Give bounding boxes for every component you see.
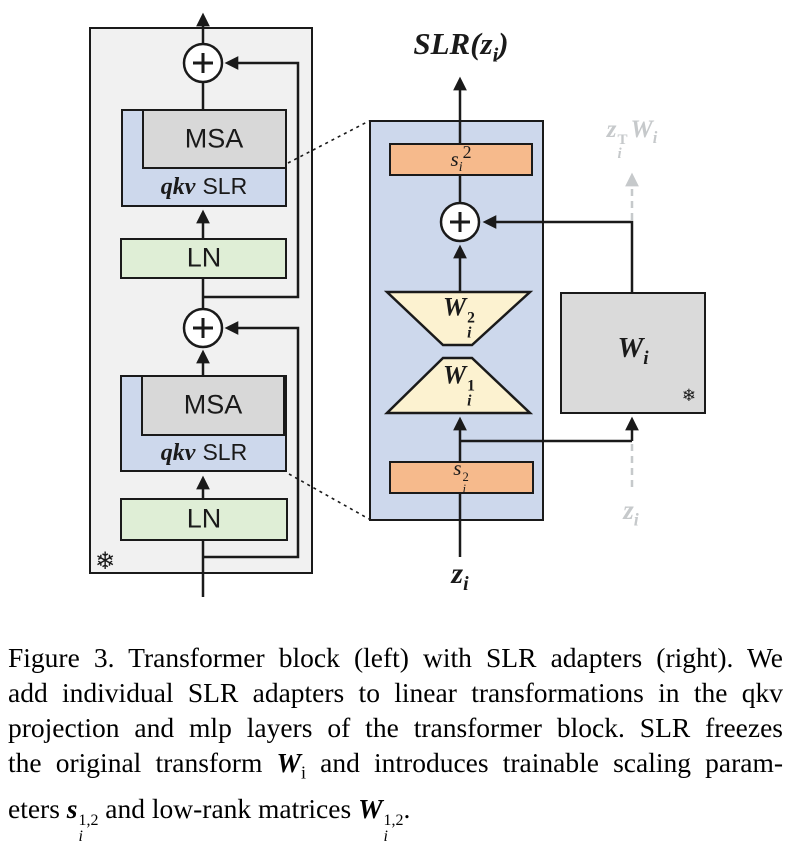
frozen-weight-label: Wi — [617, 334, 648, 368]
snowflake-icon-left: ❄ — [94, 547, 116, 575]
z-sub: i — [463, 573, 469, 596]
w-sub: i — [383, 827, 388, 845]
caption-text: and low-rank matrices — [98, 792, 359, 824]
qkv-math: qkv — [160, 440, 196, 466]
caption-line-3: projection and mlp layers of the transfo… — [8, 712, 783, 743]
w-sup: 2 — [467, 309, 475, 327]
w-base: W — [630, 115, 653, 143]
z-base: z — [606, 115, 617, 143]
z-sup: T — [617, 131, 628, 148]
s-sup: 2 — [462, 141, 472, 162]
caption-text: and introduces trainable scaling param- — [306, 747, 784, 778]
s-scale-box-top — [389, 143, 533, 176]
dashed-connectors — [287, 120, 370, 520]
s-sup: 1,2 — [78, 812, 99, 830]
caption-text: eters — [8, 792, 67, 824]
s-scale-box-bottom — [389, 461, 534, 494]
connector-layer — [182, 12, 639, 597]
w-sub: i — [652, 127, 658, 147]
w-math: W — [276, 747, 301, 778]
ln-label-top: LN — [186, 242, 222, 273]
caption-line-4: the original transform Wi and introduces… — [8, 745, 783, 791]
s-sub: i — [462, 481, 466, 496]
ln-box-bottom — [120, 498, 288, 541]
adapter-input-label: zi — [451, 559, 468, 595]
msa-label-top: MSA — [184, 123, 244, 154]
adapter-add-icon — [439, 201, 481, 243]
s-base: s — [453, 456, 462, 481]
caption-text: . — [403, 792, 411, 824]
msa-box-bottom — [141, 375, 285, 436]
w-math: W — [358, 792, 383, 824]
w-base: W — [443, 360, 467, 390]
w-base: W — [443, 292, 467, 322]
snowflake-icon-right: ❄ — [681, 386, 697, 406]
caption-line-1: Figure 3. Transformer block (left) with … — [8, 642, 783, 673]
caption-line-2: add individual SLR adapters to linear tr… — [8, 677, 783, 708]
s-math: s — [66, 792, 78, 824]
w-sub: i — [467, 392, 472, 410]
w-sub: i — [467, 324, 472, 342]
qkv-math: qkv — [160, 174, 196, 200]
s-sub: i — [458, 159, 463, 175]
s-scale-label-top: si2 — [450, 141, 472, 175]
w-sub: i — [300, 762, 307, 783]
slr-text: SLR — [202, 173, 248, 199]
ln-label-bottom: LN — [186, 503, 222, 534]
w-sub: i — [643, 347, 649, 369]
adapter-arrows — [453, 76, 639, 557]
title-post: ) — [498, 26, 509, 62]
w-sup: 1 — [467, 377, 475, 395]
w-base: W — [617, 332, 644, 365]
figure-caption: Figure 3. Transformer block (left) with … — [0, 640, 791, 844]
w2-trapezoid — [383, 290, 534, 347]
residual-add-icon-top — [182, 42, 224, 84]
s-sup: 2 — [462, 469, 469, 484]
w-sup: 1,2 — [383, 812, 404, 830]
s-sub: i — [78, 827, 83, 845]
title-pre: SLR(z — [413, 26, 493, 62]
adapter-title: SLR(zi) — [413, 28, 508, 66]
caption-text: the original transform — [8, 747, 277, 778]
msa-box-top — [142, 109, 287, 169]
title-sub: i — [492, 44, 499, 67]
s-base: s — [450, 146, 459, 171]
z-sub: i — [617, 145, 622, 162]
w1-trapezoid — [383, 356, 534, 415]
frozen-weight-box — [560, 292, 706, 414]
z-base: z — [451, 557, 464, 591]
ghost-input-label: zi — [623, 494, 639, 530]
residual-add-icon-bottom — [182, 307, 224, 349]
slr-text: SLR — [202, 439, 248, 465]
z-sub: i — [633, 509, 639, 530]
z-base: z — [623, 494, 634, 525]
transformer-block-arrows — [196, 12, 300, 597]
msa-label-bottom: MSA — [183, 389, 243, 420]
